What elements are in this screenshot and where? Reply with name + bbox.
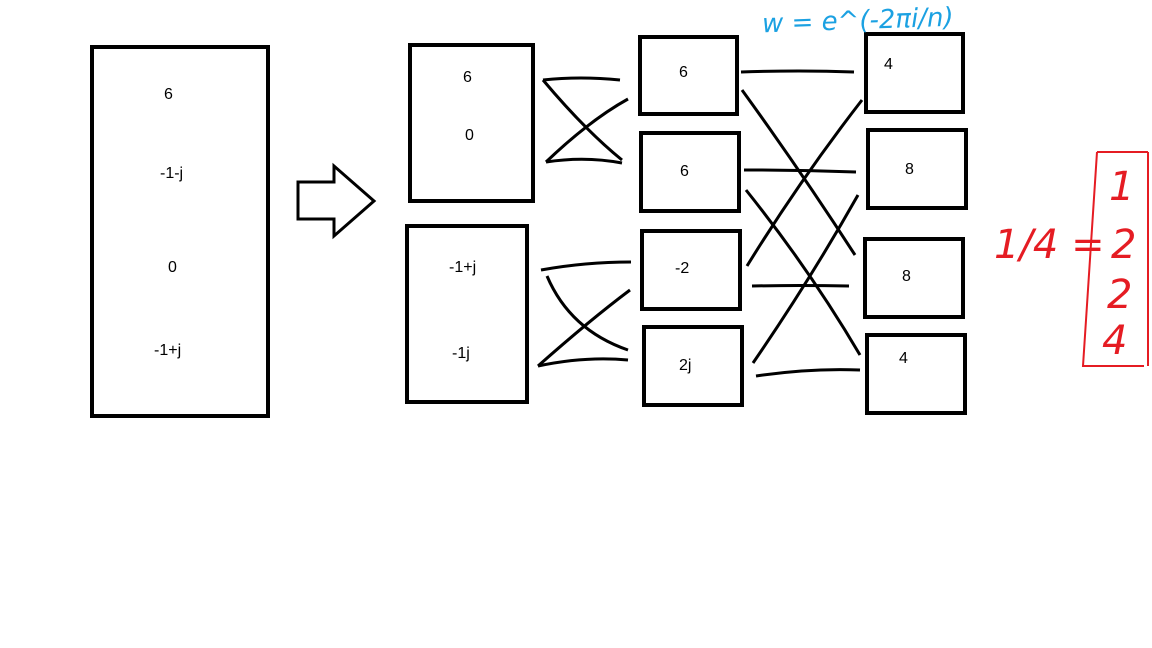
output-value: 8 [905, 161, 914, 178]
output-box [863, 237, 965, 319]
output-value: 4 [884, 56, 893, 73]
result-vector-entry: 4 [1102, 318, 1128, 364]
butterfly-line [751, 284, 850, 288]
stage2-value: -2 [675, 260, 690, 277]
result-bracket [1081, 151, 1149, 367]
input-vector-box [90, 45, 270, 418]
butterfly-line [744, 189, 862, 356]
result-vector-entry: 2 [1111, 222, 1137, 268]
butterfly-line [751, 194, 860, 364]
stage1-bottom-box [405, 224, 529, 404]
stage2-box [642, 325, 744, 407]
stage2-box [639, 131, 741, 213]
stage2-value: 6 [680, 163, 689, 180]
stage2-value: 6 [679, 64, 688, 81]
butterfly-line [544, 97, 629, 164]
output-box [865, 333, 967, 415]
stage1-value: -1+j [449, 259, 477, 276]
butterfly-line [545, 275, 629, 352]
butterfly-line [537, 357, 629, 368]
output-box [866, 128, 968, 210]
stage2-box [638, 35, 739, 116]
input-value: 0 [168, 259, 177, 276]
butterfly-line [541, 79, 623, 162]
butterfly-line [545, 157, 623, 165]
butterfly-line [740, 89, 857, 256]
stage1-value: 6 [463, 69, 472, 86]
input-value: -1+j [154, 342, 182, 359]
input-value: 6 [164, 86, 173, 103]
stage2-box [640, 229, 742, 311]
butterfly-line [540, 260, 632, 272]
stage1-top-box [408, 43, 535, 203]
stage2-value: 2j [679, 357, 692, 374]
result-prefix: 1/4 = [994, 222, 1105, 268]
stage1-value: -1j [452, 345, 470, 362]
result-vector-entry: 2 [1107, 272, 1133, 318]
butterfly-line [755, 368, 861, 378]
butterfly-line [740, 69, 855, 74]
output-value: 4 [899, 350, 908, 367]
result-vector-entry: 1 [1109, 164, 1135, 210]
butterfly-line [542, 76, 621, 82]
butterfly-line [745, 99, 864, 267]
output-value: 8 [902, 268, 911, 285]
transform-arrow [296, 162, 377, 240]
stage1-value: 0 [465, 127, 474, 144]
input-value: -1-j [160, 165, 184, 182]
butterfly-line [537, 288, 631, 368]
output-box [864, 32, 965, 114]
